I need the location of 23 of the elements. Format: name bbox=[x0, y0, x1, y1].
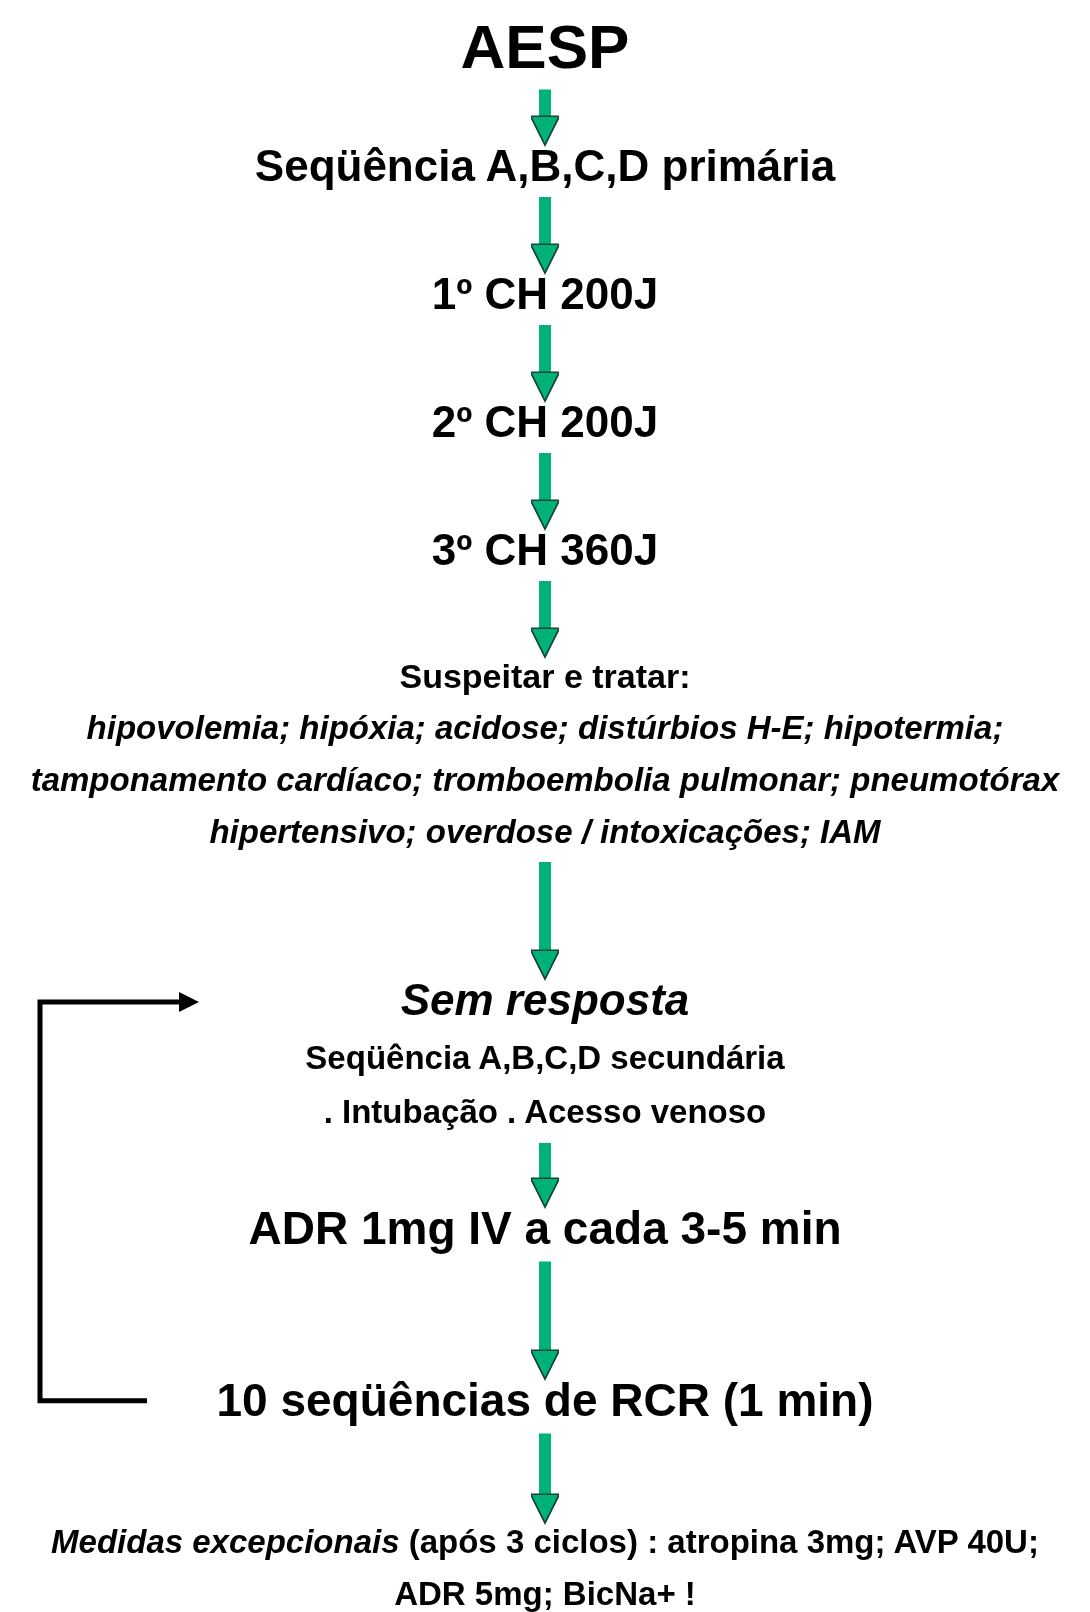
arrow bbox=[529, 325, 561, 402]
step-text: 1º CH 200J bbox=[431, 268, 659, 320]
arrow bbox=[529, 1143, 561, 1208]
causes-list-text: hipovolemia; hipóxia; acidose; distúrbios H-E; hipotermia; tamponamento cardíaco; tromboembolia pulmonar; pneumotórax hipertensivo; overdose / intoxicações; IAM bbox=[29, 708, 1061, 852]
step-text: Medidas excepcionais (após 3 ciclos) : atropina 3mg; AVP 40U; ADR 5mg; BicNa+ ! bbox=[50, 1522, 1040, 1612]
arrow bbox=[529, 89, 561, 146]
step-text: AESP bbox=[460, 11, 630, 83]
step-text: 10 seqüências de RCR (1 min) bbox=[216, 1373, 874, 1428]
arrow bbox=[529, 862, 561, 980]
arrow bbox=[529, 1433, 561, 1524]
arrow bbox=[37, 992, 199, 1404]
step-text: 3º CH 360J bbox=[431, 524, 659, 576]
step-text: Seqüência A,B,C,D secundária bbox=[305, 1038, 785, 1078]
step-text: 2º CH 200J bbox=[431, 396, 659, 448]
heading-text: Sem resposta bbox=[400, 974, 690, 1026]
heading-text: Suspeitar e tratar: bbox=[399, 656, 691, 697]
arrow bbox=[529, 1261, 561, 1380]
arrow bbox=[529, 581, 561, 658]
step-text: Seqüência A,B,C,D primária bbox=[254, 140, 836, 192]
step-text: ADR 1mg IV a cada 3-5 min bbox=[248, 1201, 842, 1256]
arrow bbox=[529, 453, 561, 530]
step-text: . Intubação . Acesso venoso bbox=[323, 1092, 767, 1132]
arrow bbox=[529, 197, 561, 274]
